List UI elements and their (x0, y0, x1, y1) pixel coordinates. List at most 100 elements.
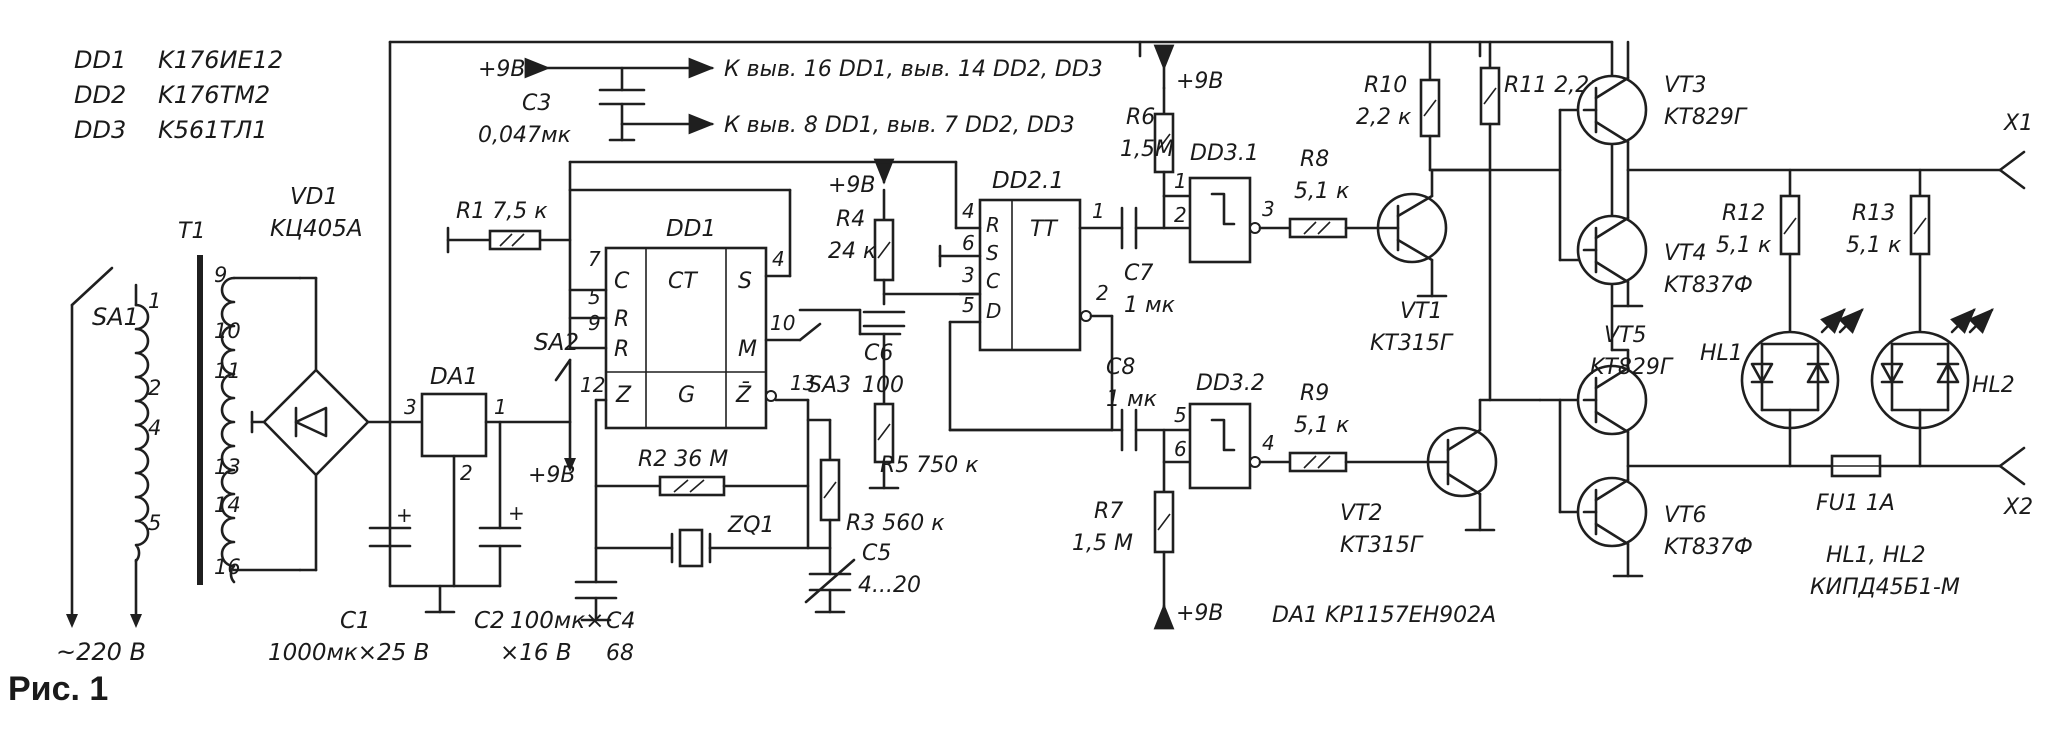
hl-note: HL1, HL2 (1826, 543, 1926, 568)
vt1-part: KT315Г (1370, 331, 1454, 356)
supply-label-r6: +9B (1176, 69, 1224, 94)
dd1-p13: 13 (790, 371, 815, 395)
dd3-2-ref: DD3.2 (1196, 371, 1265, 396)
dd2-p3: 3 (962, 263, 975, 287)
oscillator-network: R2 36 M R3 560 к ZQ1 C4 68 C5 4...20 (574, 418, 945, 666)
dd1-r1: R (614, 307, 629, 332)
vd1-part: KЦ405A (270, 216, 363, 242)
x2-label: X2 (2003, 495, 2033, 520)
t1-pin-11: 11 (214, 359, 241, 383)
vt2-part: KT315Г (1340, 533, 1424, 558)
dd3-2-pin6: 6 (1174, 437, 1187, 461)
t1-pin-10: 10 (214, 319, 241, 343)
dd1-ct: CT (668, 269, 698, 294)
r4-value: 24 к (828, 239, 877, 264)
ic-list-ref-3: DD3 (74, 116, 126, 144)
c6-value: 100 (862, 373, 904, 398)
vt5-ref: VT5 (1604, 323, 1647, 348)
c5-value: 4...20 (858, 573, 921, 598)
c1-value: 1000мк×25 B (268, 640, 429, 666)
vt1-ref: VT1 (1400, 299, 1443, 324)
vt6-part: KT837Ф (1664, 535, 1753, 560)
dd3-1-pin1: 1 (1174, 169, 1187, 193)
t1-pin-9: 9 (214, 263, 227, 287)
power-note-1: К выв. 16 DD1, выв. 14 DD2, DD3 (724, 57, 1103, 82)
dd2-p4: 4 (962, 199, 975, 223)
r6-ref: R6 (1126, 105, 1155, 130)
ic-list: DD1 K176ИЕ12 DD2 K176TM2 DD3 K561TЛ1 (74, 46, 283, 144)
da1-ref: DA1 (430, 364, 478, 390)
t1-pin-13: 13 (214, 455, 241, 479)
t1-pin-4: 4 (148, 416, 161, 440)
transistor-vt1: VT1 KT315Г (1370, 168, 1492, 356)
dd1-p9: 9 (588, 311, 601, 335)
output-terminals: X1 X2 (1998, 111, 2033, 520)
vt6-ref: VT6 (1664, 503, 1707, 528)
da1-pin-out: 1 (494, 395, 507, 419)
dd1-s: S (738, 269, 752, 294)
mains-label: ~220 B (56, 638, 146, 666)
c3-ref: C3 (522, 91, 551, 116)
hl-part: КИПД45Б1-M (1810, 575, 1960, 600)
indicator-network: R12 5,1 к R13 5,1 к HL1 HL2 (1272, 168, 2015, 628)
dd2-s: S (986, 241, 999, 265)
vd1-ref: VD1 (290, 184, 338, 210)
c1-ref: C1 (340, 608, 371, 634)
ic-list-ref-2: DD2 (74, 81, 126, 109)
dd1-p5: 5 (588, 285, 601, 309)
regulator-da1: + + DA1 3 1 2 C1 1000мк×25 B C2 100мк× ×… (268, 40, 604, 666)
transistor-vt2: VT2 KT315Г (1340, 398, 1542, 558)
hl1-label: HL1 (1700, 341, 1743, 366)
dd2-p1: 1 (1092, 199, 1105, 223)
dd3-1-pin2: 2 (1174, 203, 1187, 227)
x1-label: X1 (2003, 111, 2033, 136)
r13-value: 5,1 к (1846, 233, 1902, 258)
r8-ref: R8 (1300, 147, 1329, 172)
supply-label-r4: +9B (828, 173, 876, 198)
power-note-2: К выв. 8 DD1, выв. 7 DD2, DD3 (724, 113, 1075, 138)
ic-list-part-2: K176TM2 (158, 81, 270, 109)
c2-ref: C2 (474, 608, 505, 634)
da1-pin-gnd: 2 (460, 461, 473, 485)
t1-pin-1: 1 (148, 289, 161, 313)
dd2-tt: TT (1030, 217, 1058, 242)
dd3-2-pin4: 4 (1262, 431, 1275, 455)
c7-ref: C7 (1124, 261, 1153, 286)
sa2-label: SA2 (534, 330, 579, 356)
dd2-p5: 5 (962, 293, 975, 317)
supply-label-sa2: +9B (528, 463, 576, 488)
dd3-2-pin5: 5 (1174, 403, 1187, 427)
dd1-r2: R (614, 337, 629, 362)
sa3-network: SA3 +9B R4 24 к C6 100 R5 750 к (798, 158, 982, 490)
vt3-ref: VT3 (1664, 73, 1707, 98)
vt4-part: KT837Ф (1664, 273, 1753, 298)
hl2-label: HL2 (1972, 373, 2015, 398)
r8-value: 5,1 к (1294, 179, 1350, 204)
r5-label: R5 750 к (880, 453, 979, 478)
r13-ref: R13 (1852, 201, 1895, 226)
dd1-p4: 4 (772, 247, 785, 271)
r9-value: 5,1 к (1294, 413, 1350, 438)
supply-label-top: +9B (478, 57, 526, 82)
r3-label: R3 560 к (846, 511, 945, 536)
ic-list-part-1: K176ИЕ12 (158, 46, 283, 74)
da1-note: DA1 KP1157EH902A (1272, 603, 1496, 628)
dd1-m: M (738, 337, 757, 362)
c1-plus: + (396, 503, 413, 527)
dd1-ref: DD1 (666, 216, 716, 242)
c2-value2: ×16 B (500, 640, 572, 666)
supply-label-r7: +9B (1176, 601, 1224, 626)
flipflop-dd2: DD2.1 TT R S C D 4 6 3 5 1 2 (568, 160, 1124, 432)
vt4-ref: VT4 (1664, 241, 1707, 266)
c6-ref: C6 (864, 341, 893, 366)
r10-value: 2,2 к (1356, 105, 1412, 130)
dd2-r: R (986, 213, 1000, 237)
dd2-p2: 2 (1096, 281, 1109, 305)
dd3-1-pin3: 3 (1262, 197, 1275, 221)
dd1-p7: 7 (588, 247, 601, 271)
c3-value: 0,047мк (478, 123, 572, 148)
dd2-p6: 6 (962, 231, 975, 255)
ic-list-part-3: K561TЛ1 (158, 116, 268, 144)
ic-list-ref-1: DD1 (74, 46, 126, 74)
t1-label: T1 (178, 219, 205, 244)
